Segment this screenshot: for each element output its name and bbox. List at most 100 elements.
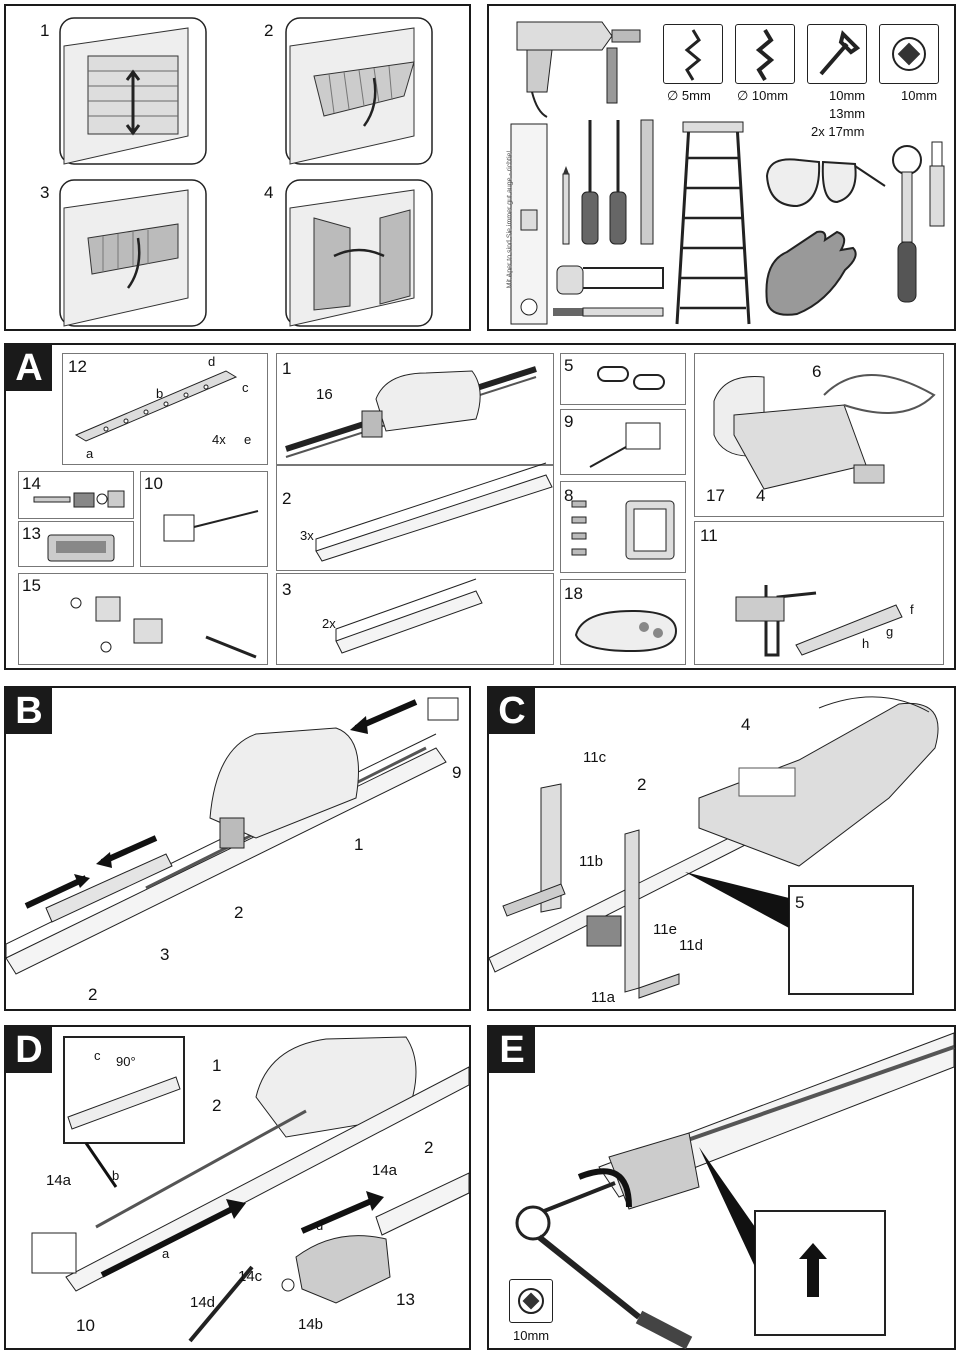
part-15-label: 15: [22, 576, 41, 595]
callout-14d: 14d: [190, 1294, 216, 1311]
screwdriver-icon: [581, 120, 599, 245]
panel-b-letter: B: [6, 688, 52, 734]
callout-2: 2: [212, 1096, 222, 1115]
spirit-level-icon: [510, 123, 548, 325]
callout-11c: 11c: [583, 749, 607, 766]
remote-control-18-icon: [574, 609, 678, 653]
part-13-label: 13: [22, 524, 41, 543]
callout-14a: 14a: [46, 1172, 72, 1189]
callout-1: 1: [354, 835, 364, 854]
part-14-label: 14: [22, 474, 41, 493]
carriage-assembly-illustration: [31, 1036, 470, 1343]
motor-head-on-rail-icon: [285, 366, 537, 458]
panel-a-letter: A: [6, 345, 52, 391]
panel-d-carriage: D 90° c b a d 1 2 2 14a 14a 10 13 14b 14…: [4, 1025, 471, 1350]
tools-panel: ∅ 5mm ∅ 10mm 10mm 13mm 2x 17mm 10mm Mit …: [487, 4, 956, 331]
drill-bit-icon: [684, 29, 702, 81]
chisel-icon: [640, 119, 654, 245]
work-gloves-icon: [765, 230, 857, 316]
part-5-label: 5: [564, 356, 574, 375]
callout-g: g: [886, 624, 894, 639]
safety-glasses-icon: [765, 158, 886, 208]
wall-bracket-11-icon: [735, 585, 903, 657]
step-2-label: 2: [264, 21, 274, 40]
callout-3: 3: [160, 945, 170, 964]
step-a-label: a: [162, 1246, 170, 1261]
part-1-label: 1: [282, 359, 292, 378]
file-icon: [553, 307, 664, 317]
part-9-box: [560, 409, 686, 475]
part-18-label: 18: [564, 584, 583, 603]
hex-socket-icon: [518, 1288, 544, 1314]
qty-4x-label: 4x: [212, 432, 226, 447]
callout-13: 13: [396, 1290, 415, 1309]
ratchet-icon: [892, 145, 922, 303]
hex-socket-icon: [892, 37, 926, 71]
end-bracket-10-icon: [163, 510, 259, 542]
tilting-door-illustration: [59, 179, 207, 327]
step-c-label: c: [94, 1048, 101, 1063]
part-4-label: 4: [756, 486, 766, 505]
panel-b-rail-assembly: B 1 2 3 2 9: [4, 686, 471, 1011]
wrench-size-10mm: 10mm: [829, 88, 866, 103]
wrench-size-2x17mm: 2x 17mm: [811, 124, 865, 139]
sectional-door-illustration: [59, 17, 207, 165]
panel-e-tension: E 10mm: [487, 1025, 956, 1350]
callout-1: 1: [212, 1056, 222, 1075]
step-4-label: 4: [264, 183, 274, 202]
pencil-icon: [562, 166, 570, 245]
panel-d-letter: D: [6, 1027, 52, 1073]
callout-d: d: [208, 354, 216, 369]
callout-f: f: [910, 602, 914, 617]
callout-2: 2: [637, 775, 647, 794]
qty-3x-label: 3x: [300, 528, 314, 543]
chain-tension-illustration: [515, 1032, 955, 1350]
drill-bit-10mm-label: ∅ 10mm: [737, 88, 789, 103]
callout-2: 2: [234, 903, 244, 922]
angle-label: 90°: [116, 1054, 136, 1069]
rail-assembly-illustration: [5, 697, 459, 975]
callout-11b: 11b: [579, 853, 603, 870]
part-9-label: 9: [564, 412, 574, 431]
callout-b: b: [156, 386, 164, 401]
callout-5: 5: [795, 893, 805, 912]
door-bracket-12-icon: [74, 370, 238, 442]
rail-joint-3-icon: [335, 578, 483, 654]
mounting-hardware-15-icon: [70, 596, 257, 659]
callout-h: h: [862, 636, 870, 651]
ladder-icon: [675, 121, 751, 325]
callout-10: 10: [76, 1316, 95, 1335]
part-6-label: 6: [812, 362, 822, 381]
motor-unit-4-icon: [713, 374, 936, 490]
part-10-label: 10: [144, 474, 163, 493]
limit-bracket-9-icon: [589, 422, 661, 468]
step-1-label: 1: [40, 21, 50, 40]
panel-e-letter: E: [489, 1027, 535, 1073]
step-b-label: b: [112, 1168, 120, 1183]
part-2-label: 2: [282, 489, 292, 508]
panel-c-bracket: C 4 11c 2 11b 11e 11d 11a 5: [487, 686, 956, 1011]
callout-2b: 2: [424, 1138, 434, 1157]
part-17-label: 17: [706, 486, 725, 505]
part-10-box: [140, 471, 268, 567]
callout-2b: 2: [88, 985, 98, 1004]
door-types-panel: 1 2 3 4: [4, 4, 471, 331]
callout-4: 4: [741, 715, 751, 734]
qty-2x-label: 2x: [322, 616, 336, 631]
hacksaw-icon: [556, 265, 664, 295]
bracket-assembly-illustration: [488, 696, 939, 999]
up-and-over-door-illustration: [285, 17, 433, 165]
rail-section-2-icon: [315, 462, 553, 562]
callout-c: c: [242, 380, 249, 395]
part-11-label: 11: [700, 526, 718, 545]
step-3-label: 3: [40, 183, 50, 202]
callout-11d: 11d: [679, 937, 703, 954]
panel-c-letter: C: [489, 688, 535, 734]
carriage-13-icon: [47, 534, 115, 562]
bolt-14-icon: [33, 490, 125, 508]
callout-14b: 14b: [298, 1316, 324, 1333]
callout-11e: 11e: [653, 921, 677, 938]
drill-bit-5mm-box: [663, 24, 723, 84]
spirit-level-text: Mit Aper to sind Sie immer gut auge - ri…: [506, 150, 514, 289]
part-12-label: 12: [68, 357, 87, 376]
